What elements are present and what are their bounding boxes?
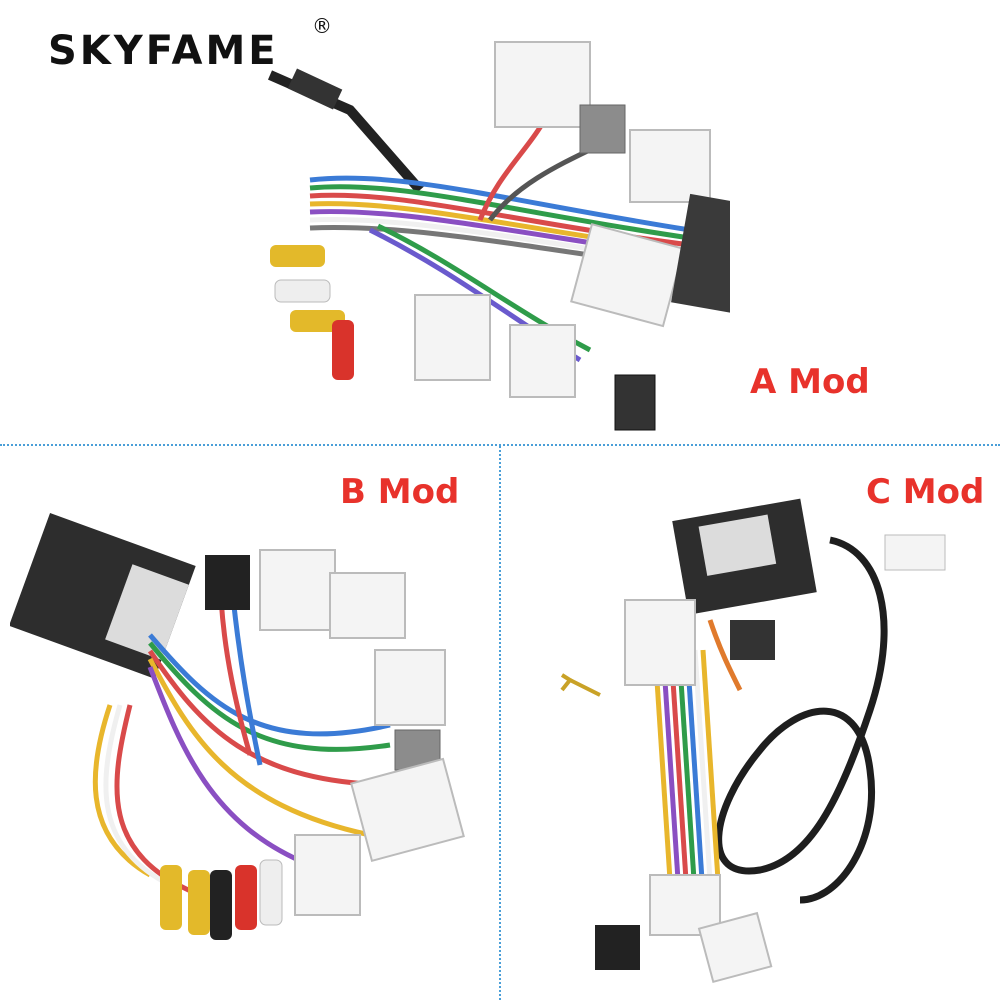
c-mod-harness-photo [560, 498, 946, 984]
b-mod-harness-photo [10, 512, 465, 940]
c-mod-label: C Mod [866, 472, 985, 512]
a-mod-label: A Mod [750, 362, 870, 402]
a-mod-harness-photo [267, 41, 730, 431]
b-mod-label: B Mod [340, 472, 460, 512]
panel-divider-horizontal [0, 444, 1000, 446]
registered-mark: ® [312, 14, 332, 38]
panel-divider-vertical [499, 446, 501, 1000]
brand-logo: SKYFAME [48, 28, 279, 74]
